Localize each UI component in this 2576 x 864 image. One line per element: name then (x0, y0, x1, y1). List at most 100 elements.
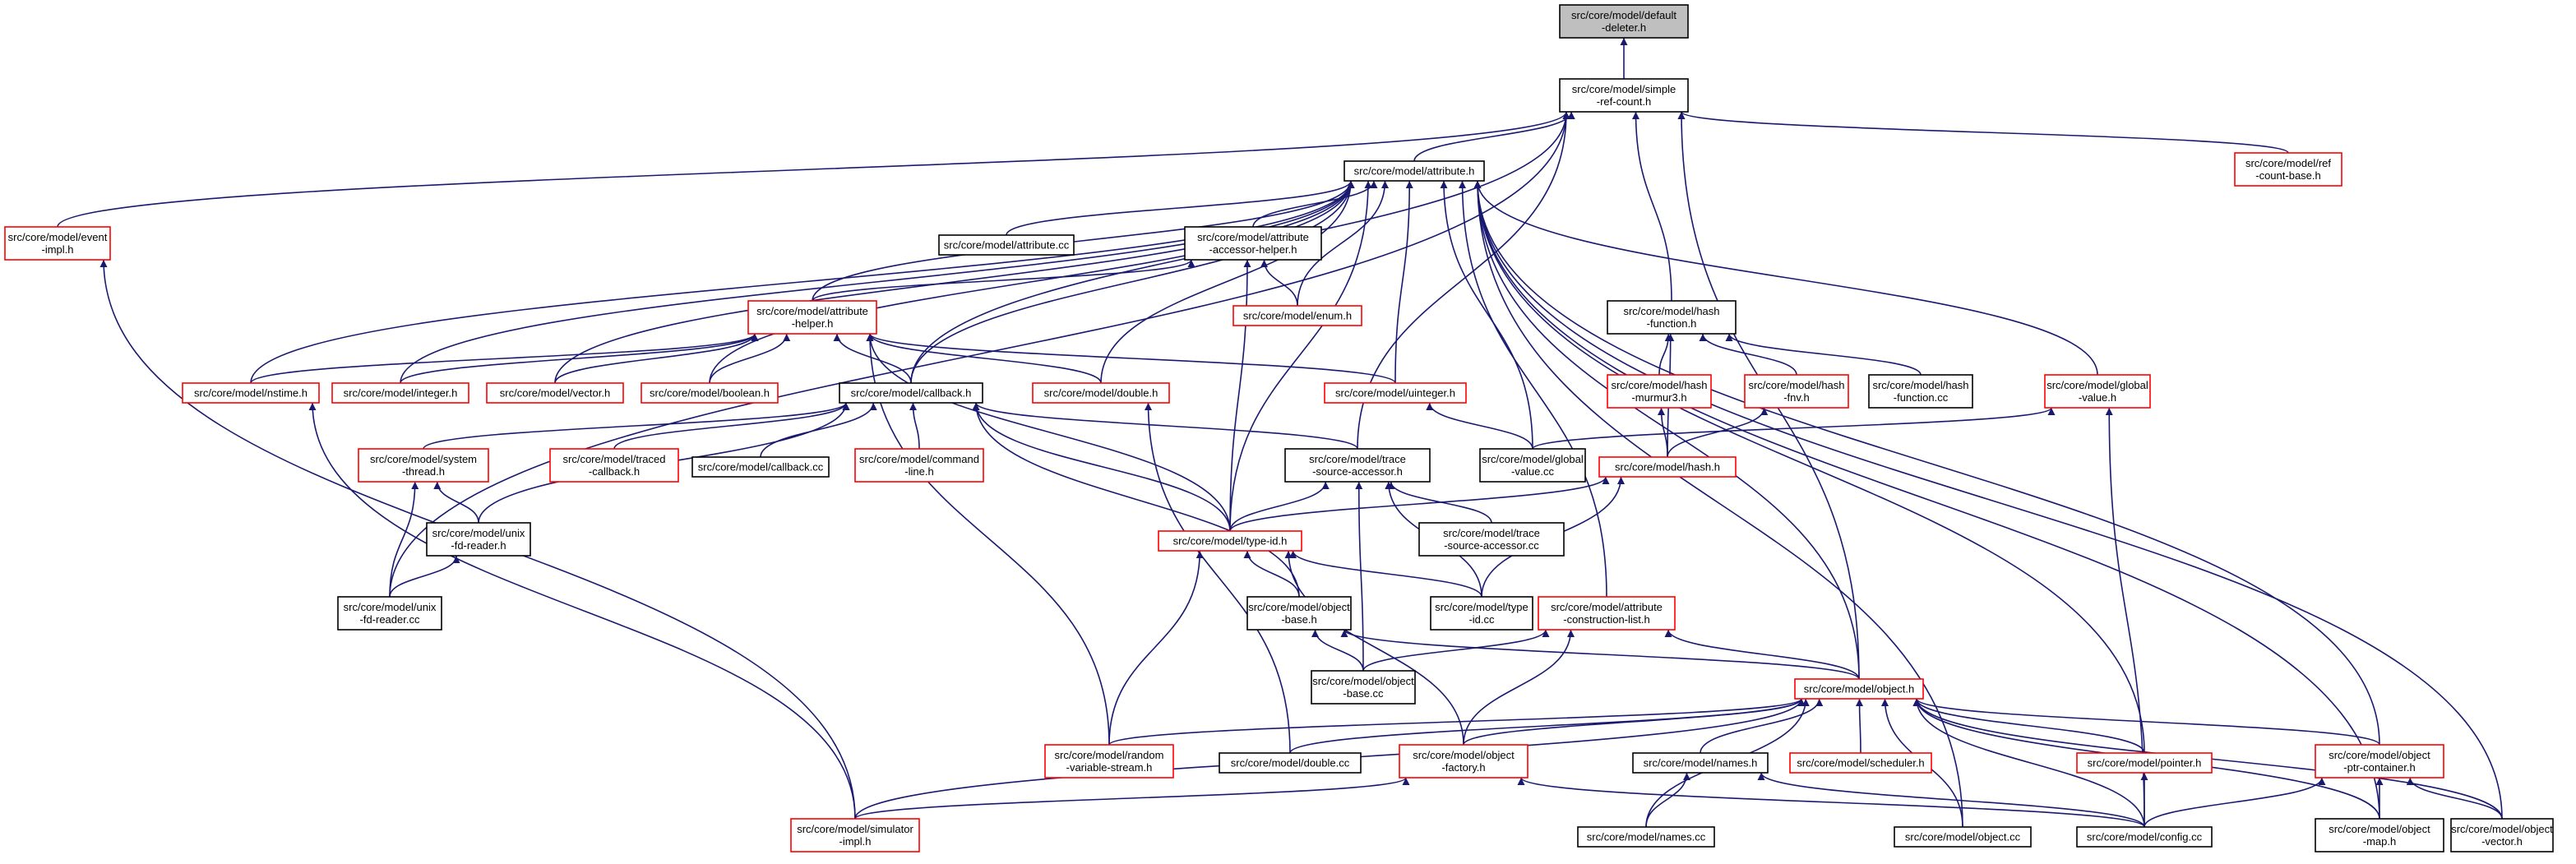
node-box (1044, 744, 1174, 779)
node-object-base-h[interactable]: src/core/model/object-base.h (1246, 596, 1352, 631)
node-random-variable-stream[interactable]: src/core/model/random-variable-stream.h (1044, 744, 1174, 779)
edge-callback_cc-to-callback_h (760, 402, 877, 458)
node-event-impl[interactable]: src/core/model/event-impl.h (4, 226, 111, 261)
node-global-value-cc[interactable]: src/core/model/global-value.cc (1479, 448, 1586, 483)
edge-vector_h-to-attribute_helper (554, 333, 759, 384)
node-boolean-h[interactable]: src/core/model/boolean.h (641, 382, 779, 404)
node-attribute-helper[interactable]: src/core/model/attribute-helper.h (747, 300, 877, 335)
edge-object_vector-to-attribute_h (1473, 180, 2503, 820)
node-callback-h[interactable]: src/core/model/callback.h (839, 382, 983, 404)
node-trace-source-accessor-h[interactable]: src/core/model/trace-source-accessor.h (1284, 448, 1431, 483)
node-label: src/core/model/object (1312, 675, 1414, 687)
node-label: src/core/model/command (859, 453, 979, 465)
node-nstime[interactable]: src/core/model/nstime.h (182, 382, 320, 404)
edge-event_impl-to-simple_ref_count (57, 111, 1570, 228)
node-label: src/core/model/object.cc (1905, 831, 2021, 843)
node-label: src/core/model/names.h (1644, 757, 1758, 769)
node-object-ptr-container[interactable]: src/core/model/object-ptr-container.h (2315, 744, 2444, 779)
edge-hash_fnv-to-hash_function_h (1699, 333, 1797, 376)
node-names-h[interactable]: src/core/model/names.h (1632, 752, 1769, 774)
edge-names_cc-to-names_h (1645, 772, 1690, 828)
node-traced-callback[interactable]: src/core/model/traced-callback.h (549, 448, 679, 483)
node-box (1794, 678, 1924, 700)
edge-type_id_cc-to-type_id_h (1289, 550, 1482, 598)
node-simulator-impl[interactable]: src/core/model/simulator-impl.h (790, 818, 920, 852)
edge-pointer_h-to-attribute_h (1473, 180, 2145, 754)
node-global-value-h[interactable]: src/core/model/global-value.h (2044, 374, 2151, 409)
node-integer-h[interactable]: src/core/model/integer.h (331, 382, 469, 404)
node-unix-fd-reader-h[interactable]: src/core/model/unix-fd-reader.h (426, 522, 531, 557)
node-box (486, 382, 624, 404)
node-command-line[interactable]: src/core/model/command-line.h (854, 448, 984, 483)
node-uinteger-h[interactable]: src/core/model/uinteger.h (1324, 382, 1467, 404)
node-enum-h[interactable]: src/core/model/enum.h (1233, 305, 1362, 326)
node-box (4, 226, 111, 261)
node-vector-h[interactable]: src/core/model/vector.h (486, 382, 624, 404)
node-object-vector[interactable]: src/core/model/object-vector.h (2450, 818, 2554, 852)
node-object-map[interactable]: src/core/model/object-map.h (2315, 818, 2444, 852)
edge-config_cc-to-names_h (1757, 772, 2145, 828)
node-hash-murmur3[interactable]: src/core/model/hash-murmur3.h (1607, 374, 1712, 409)
node-object-factory[interactable]: src/core/model/object-factory.h (1399, 744, 1528, 779)
node-hash-function-cc[interactable]: src/core/model/hash-function.cc (1868, 374, 1973, 409)
node-box (1789, 752, 1932, 774)
node-double-cc[interactable]: src/core/model/double.cc (1219, 752, 1362, 774)
node-box (1479, 448, 1586, 483)
node-box (1343, 160, 1485, 182)
node-default-deleter[interactable]: src/core/model/default-deleter.h (1559, 4, 1689, 39)
node-label: src/core/model/object.h (1804, 683, 1914, 695)
node-object-base-cc[interactable]: src/core/model/object-base.cc (1311, 670, 1416, 705)
edge-type_id_h-to-trace_source_accessor_h (1229, 481, 1330, 532)
node-label: -impl.h (839, 835, 871, 848)
node-double-h[interactable]: src/core/model/double.h (1032, 382, 1170, 404)
node-simple-ref-count[interactable]: src/core/model/simple-ref-count.h (1559, 78, 1689, 113)
node-hash-function-h[interactable]: src/core/model/hash-function.h (1607, 300, 1737, 335)
node-label: src/core/model/double.cc (1231, 757, 1350, 769)
node-scheduler-h[interactable]: src/core/model/scheduler.h (1789, 752, 1932, 774)
node-label: src/core/model/attribute.cc (944, 239, 1070, 252)
node-attribute-cc[interactable]: src/core/model/attribute.cc (938, 234, 1075, 256)
edge-config_cc-to-object_h (1912, 698, 2145, 828)
node-label: src/core/model/enum.h (1243, 310, 1352, 322)
edge-uinteger_h-to-attribute_helper (866, 333, 1396, 384)
node-pointer-h[interactable]: src/core/model/pointer.h (2076, 752, 2213, 774)
edge-enum_h-to-attr_accessor_helper (1260, 259, 1298, 307)
node-box (2076, 752, 2213, 774)
node-attr-construction-list[interactable]: src/core/model/attribute-construction-li… (1538, 596, 1676, 631)
node-label: src/core/model/attribute (1551, 601, 1663, 613)
node-config-cc[interactable]: src/core/model/config.cc (2076, 826, 2213, 848)
node-attribute-h[interactable]: src/core/model/attribute.h (1343, 160, 1485, 182)
node-label: -ptr-container.h (2343, 761, 2415, 774)
node-label: src/core/model/random (1055, 749, 1164, 761)
edge-integer_h-to-attribute_h (400, 180, 1355, 384)
node-label: -source-accessor.cc (1444, 539, 1539, 552)
node-box (1607, 374, 1712, 409)
node-label: -ref-count.h (1597, 95, 1651, 108)
edge-type_id_h-to-hash_h (1229, 476, 1610, 532)
node-box (358, 448, 489, 483)
node-hash-h[interactable]: src/core/model/hash.h (1598, 456, 1737, 478)
node-object-h[interactable]: src/core/model/object.h (1794, 678, 1924, 700)
edge-object_base_h-to-type_id_h (1243, 550, 1300, 598)
node-hash-fnv[interactable]: src/core/model/hash-fnv.h (1744, 374, 1849, 409)
edge-command_line-to-callback_h (909, 402, 920, 450)
edge-scheduler_h-to-object_h (1856, 698, 1864, 754)
node-box (790, 818, 920, 852)
node-callback-cc[interactable]: src/core/model/callback.cc (691, 456, 830, 478)
edge-integer_h-to-attribute_helper (400, 333, 759, 384)
node-label: -id.cc (1468, 613, 1495, 626)
edge-object_base_h-to-callback_h (972, 402, 1300, 598)
edge-attr_construction_list-to-attribute_h (1459, 180, 1607, 598)
node-ref-count-base[interactable]: src/core/model/ref-count-base.h (2234, 152, 2342, 187)
node-names-cc[interactable]: src/core/model/names.cc (1577, 826, 1715, 848)
node-type-id-cc[interactable]: src/core/model/type-id.cc (1430, 596, 1533, 631)
node-object-cc[interactable]: src/core/model/object.cc (1894, 826, 2032, 848)
node-unix-fd-reader-cc[interactable]: src/core/model/unix-fd-reader.cc (337, 596, 442, 631)
node-type-id-h[interactable]: src/core/model/type-id.h (1158, 530, 1302, 552)
node-attr-accessor-helper[interactable]: src/core/model/attribute-accessor-helper… (1184, 226, 1322, 261)
node-system-thread[interactable]: src/core/model/system-thread.h (358, 448, 489, 483)
node-trace-source-accessor-cc[interactable]: src/core/model/trace-source-accessor.cc (1418, 522, 1565, 557)
node-label: src/core/model/hash (1611, 379, 1707, 391)
node-label: src/core/model/object (2329, 749, 2430, 761)
